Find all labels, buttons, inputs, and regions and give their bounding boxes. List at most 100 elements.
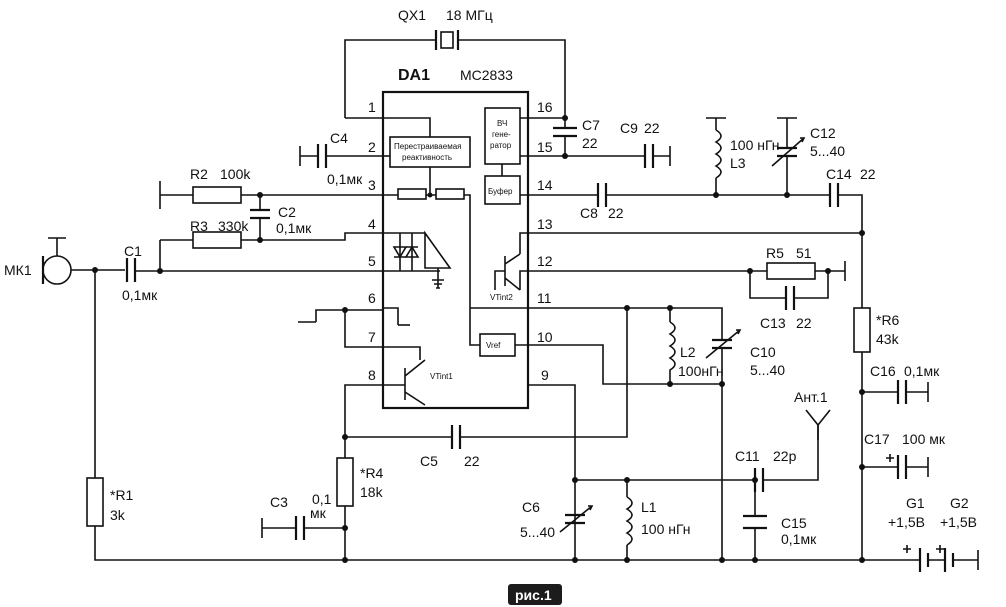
junction	[342, 307, 348, 313]
r4-wires	[344, 384, 383, 560]
r5-body	[766, 262, 816, 280]
r5-ref: R5	[766, 245, 784, 261]
c4-value: 0,1мк	[327, 171, 363, 187]
c11-value: 22р	[773, 448, 797, 464]
resistor-r3: R3 330k	[157, 218, 383, 274]
c14-value: 22	[860, 166, 876, 182]
c13-wires	[749, 271, 829, 299]
quartz-plates	[434, 30, 460, 50]
c11-wires	[627, 425, 819, 481]
l1-coil	[625, 496, 633, 546]
c3-plates	[294, 516, 306, 540]
capacitor-c14: C14 22	[826, 166, 876, 207]
variable-capacitor-c10: C10 5...40	[670, 307, 785, 560]
r5-wires	[528, 261, 846, 281]
microphone-mk1: МК1	[4, 237, 125, 285]
capacitor-c3: C3 0,1 мк	[261, 491, 348, 540]
vref-text: Vref	[486, 341, 501, 350]
c3-value-1: 0,1	[312, 491, 332, 507]
r1-wires	[94, 270, 920, 561]
chip-outline	[381, 90, 530, 410]
capacitor-c17: C17 100 мк	[859, 431, 946, 479]
capacitor-c13: C13 22	[749, 271, 829, 331]
pin-7-label: 7	[368, 329, 376, 345]
internal-ground	[432, 268, 444, 289]
quartz-body	[440, 31, 454, 49]
l2-value: 100нГн	[678, 363, 724, 379]
c7-value: 22	[582, 135, 598, 151]
variable-capacitor-c6: C6 5...40	[520, 477, 627, 540]
c16-wires	[862, 382, 929, 402]
figure-caption: рис.1	[508, 584, 562, 605]
junction	[342, 525, 348, 531]
inductor-l1: L1 100 нГн	[624, 477, 691, 560]
c12-wires	[777, 117, 797, 195]
c4-plates	[316, 144, 328, 168]
junction	[572, 477, 578, 483]
pin6-7-wires	[298, 309, 383, 348]
vt1-label: VTint1	[430, 372, 453, 381]
junction	[784, 192, 790, 198]
junction	[859, 230, 865, 236]
c13-plates	[784, 286, 796, 310]
c14-ref: C14	[826, 166, 852, 182]
pin-14-label: 14	[537, 177, 553, 193]
pin9-wire	[528, 384, 576, 560]
vco-text-1: ВЧ	[497, 119, 507, 128]
l3-value: 100 нГн	[730, 137, 780, 153]
caption-background	[508, 584, 562, 605]
chip-part: MC2833	[460, 67, 513, 83]
r3-value: 330k	[218, 218, 249, 234]
mic-ground	[48, 237, 66, 256]
c8-value: 22	[608, 205, 624, 221]
r6-ref: *R6	[876, 312, 900, 328]
caption-text: рис.1	[515, 587, 552, 603]
junction	[859, 389, 865, 395]
junction	[719, 557, 725, 563]
pin-10-label: 10	[537, 329, 553, 345]
capacitor-c9: C9 22	[565, 120, 671, 168]
c4-ref: C4	[330, 130, 348, 146]
c7-plates	[553, 126, 577, 138]
varactor-text-2: реактивность	[402, 153, 452, 162]
r4-body	[336, 457, 354, 507]
pin-9-label: 9	[541, 367, 549, 383]
r5-value: 51	[796, 245, 812, 261]
r3-ref: R3	[190, 218, 208, 234]
c10-value: 5...40	[750, 362, 785, 378]
pin-16-label: 16	[537, 99, 553, 115]
l2-coil	[668, 321, 676, 384]
capacitor-c7: C7 22	[528, 115, 600, 159]
c9-wires	[565, 146, 671, 166]
quartz-wires	[344, 39, 566, 119]
g1-plus	[903, 545, 911, 553]
g2-plus	[936, 545, 944, 553]
c1-value: 0,1мк	[122, 287, 158, 303]
c13-ref: C13	[760, 315, 786, 331]
chip-da1: DA1 MC2833 1 2 3 4 5 6 7 8 9 10 11 12 13…	[368, 67, 553, 410]
c16-value: 0,1мк	[904, 363, 940, 379]
r6-value: 43k	[876, 331, 900, 347]
capacitor-c16: C16 0,1мк	[859, 363, 940, 404]
l1-value: 100 нГн	[641, 521, 691, 537]
pin-15-label: 15	[537, 139, 553, 155]
c5-plates	[450, 425, 462, 449]
internal-wire-pin1	[383, 117, 431, 137]
junction	[719, 381, 725, 387]
c12-ref: C12	[810, 125, 836, 141]
c15-value: 0,1мк	[781, 531, 817, 547]
junction	[752, 477, 758, 483]
internal-wire-right	[501, 117, 528, 196]
junction	[713, 192, 719, 198]
variable-capacitor-c12: C12 5...40	[771, 117, 845, 198]
r1-body	[86, 477, 104, 527]
c2-plates	[250, 208, 270, 220]
capacitor-c1: C1 0,1мк	[122, 243, 383, 303]
resistor-r2: R2 100k	[159, 166, 383, 209]
capacitor-c8: C8 22	[528, 183, 863, 308]
internal-opamp	[424, 230, 452, 269]
r4-ref: *R4	[360, 465, 384, 481]
c5-value: 22	[464, 453, 480, 469]
pin-2-label: 2	[368, 139, 376, 155]
internal-diode-bars	[394, 246, 418, 258]
